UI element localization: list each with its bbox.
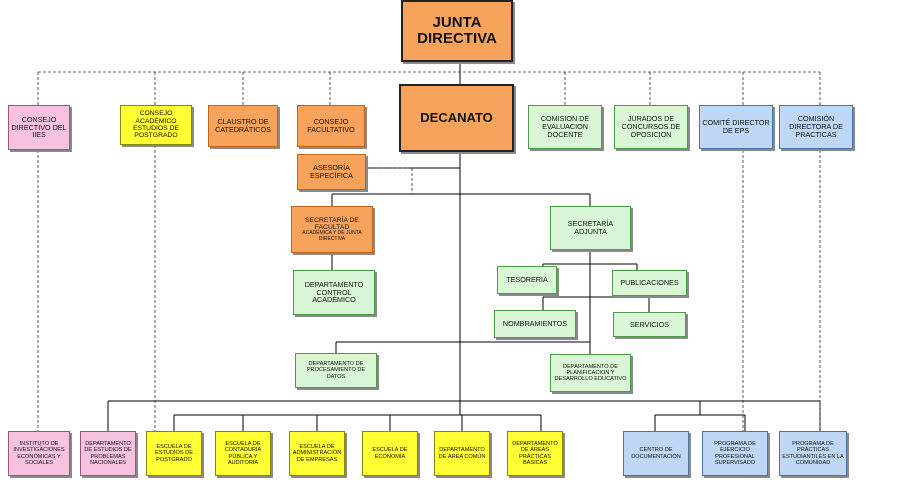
node-junta-directiva: JUNTA DIRECTIVA [401, 0, 513, 62]
node-label: SERVICIOS [629, 319, 669, 329]
node-escuela-contaduria: ESCUELA DE CONTADURÍA PÚBLICA Y AUDITORÍ… [215, 431, 271, 476]
node-label: COMISIÓN DIRECTORA DE PRACTICAS [789, 114, 843, 139]
node-secretaria-adjunta: SECRETARÍA ADJUNTA [550, 206, 631, 250]
node-departamento-planificacion: DEPARTAMENTO DE PLANIFICACION Y DESARROL… [550, 354, 631, 392]
node-label: CENTRO DE DOCUMENTACIÓN [631, 447, 681, 460]
node-tesoreria: TESORERIA [497, 266, 557, 294]
node-label: DEPARTAMENTO DE PROCESAMIENTO DE DATOS [306, 361, 366, 380]
node-label: DEPARTAMENTO DE ESTUDIOS DE PROBLEMAS NA… [84, 441, 132, 466]
node-label: SECRETARÍA ADJUNTA [567, 219, 614, 236]
node-jurados-concursos: JURADOS DE CONCURSOS DE OPOSICION [614, 105, 688, 149]
node-instituto-investigaciones: INSTITUTO DE INVESTIGACIONES ECONÓMICAS … [8, 431, 70, 476]
node-label: COMITÉ DIRECTOR DE EPS [702, 118, 770, 135]
node-label: DECANATO [420, 109, 493, 125]
node-escuela-economia: ESCUELA DE ECONOMÍA [362, 431, 418, 476]
node-label: ESCUELA DE ECONOMÍA [372, 447, 408, 460]
node-label: ESCUELA DE ADMINISTRACIÓN DE EMPRESAS [292, 444, 342, 463]
node-label: DEPARTAMENTO CONTROL ACADÉMICO [304, 279, 364, 305]
node-escuela-administracion: ESCUELA DE ADMINISTRACIÓN DE EMPRESAS [289, 431, 345, 476]
node-label: DEPARTAMENTO DE ÁREAS PRÁCTICAS BÁSICAS [512, 441, 558, 466]
node-programa-eps: PROGRAMA DE EJERCICIO PROFESIONAL SUPERV… [702, 431, 768, 476]
node-label: ESCUELA DE ESTUDIOS DE POSTGRADO [155, 444, 193, 463]
node-label: CONSEJO DIRECTIVO DEL IIES [11, 114, 67, 140]
node-label: INSTITUTO DE INVESTIGACIONES ECONÓMICAS … [13, 441, 65, 466]
node-departamento-procesamiento-datos: DEPARTAMENTO DE PROCESAMIENTO DE DATOS [295, 353, 377, 388]
node-label: PROGRAMA DE PRÁCTICAS ESTUDIANTILES EN L… [782, 441, 844, 466]
node-label: COMISION DE EVALUACION DOCENTE [540, 114, 590, 139]
node-claustro-catedraticos: CLAUSTRO DE CATEDRÁTICOS [208, 105, 278, 147]
node-asesoria-especifica: ASESORÍA ESPECÍFICA [297, 154, 366, 190]
node-comite-director-eps: COMITÉ DIRECTOR DE EPS [699, 105, 773, 149]
node-consejo-directivo-iies: CONSEJO DIRECTIVO DEL IIES [8, 105, 70, 150]
node-servicios: SERVICIOS [613, 312, 686, 337]
node-decanato: DECANATO [399, 84, 514, 152]
node-depto-problemas-nacionales: DEPARTAMENTO DE ESTUDIOS DE PROBLEMAS NA… [80, 431, 136, 476]
node-depto-area-comun: DEPARTAMENTO DE ÁREA COMÚN [434, 431, 490, 476]
node-label: TESORERIA [506, 275, 548, 285]
node-label: JURADOS DE CONCURSOS DE OPOSICION [621, 114, 681, 139]
node-label: PROGRAMA DE EJERCICIO PROFESIONAL SUPERV… [714, 441, 756, 466]
node-comision-evaluacion-docente: COMISION DE EVALUACION DOCENTE [528, 105, 602, 149]
node-label: ESCUELA DE CONTADURÍA PÚBLICA Y AUDITORÍ… [224, 441, 262, 466]
node-programa-practicas: PROGRAMA DE PRÁCTICAS ESTUDIANTILES EN L… [779, 431, 847, 476]
node-label: CONSEJO ACADÉMICO ESTUDIOS DE POSTGRADO [132, 110, 180, 140]
node-centro-documentacion: CENTRO DE DOCUMENTACIÓN [623, 431, 689, 476]
node-consejo-academico-postgrado: CONSEJO ACADÉMICO ESTUDIOS DE POSTGRADO [120, 105, 192, 145]
node-label: PUBLICACIONES [620, 278, 679, 288]
node-depto-areas-practicas: DEPARTAMENTO DE ÁREAS PRÁCTICAS BÁSICAS [507, 431, 563, 476]
node-label: JUNTA DIRECTIVA [417, 13, 497, 47]
node-label: DEPARTAMENTO DE PLANIFICACION Y DESARROL… [554, 363, 627, 383]
node-publicaciones: PUBLICACIONES [612, 270, 687, 296]
node-escuela-postgrado: ESCUELA DE ESTUDIOS DE POSTGRADO [146, 431, 202, 476]
node-sublabel: ACADÉMICA Y DE JUNTA DIRECTIVA [302, 230, 362, 242]
node-label: ASESORÍA ESPECÍFICA [310, 163, 353, 180]
node-departamento-control-academico: DEPARTAMENTO CONTROL ACADÉMICO [293, 270, 375, 315]
node-label: NOMBRAMIENTOS [502, 319, 568, 329]
node-comision-directora-practicas: COMISIÓN DIRECTORA DE PRACTICAS [779, 105, 853, 149]
node-secretaria-facultad: SECRETARÍA DE FACULTAD ACADÉMICA Y DE JU… [291, 206, 373, 253]
node-label: CLAUSTRO DE CATEDRÁTICOS [215, 117, 271, 134]
node-label: SECRETARÍA DE FACULTAD [305, 216, 359, 231]
node-label: DEPARTAMENTO DE ÁREA COMÚN [438, 447, 486, 460]
node-nombramientos: NOMBRAMIENTOS [494, 310, 576, 338]
node-consejo-facultativo: CONSEJO FACULTATIVO [297, 105, 365, 147]
node-label: CONSEJO FACULTATIVO [307, 117, 355, 134]
